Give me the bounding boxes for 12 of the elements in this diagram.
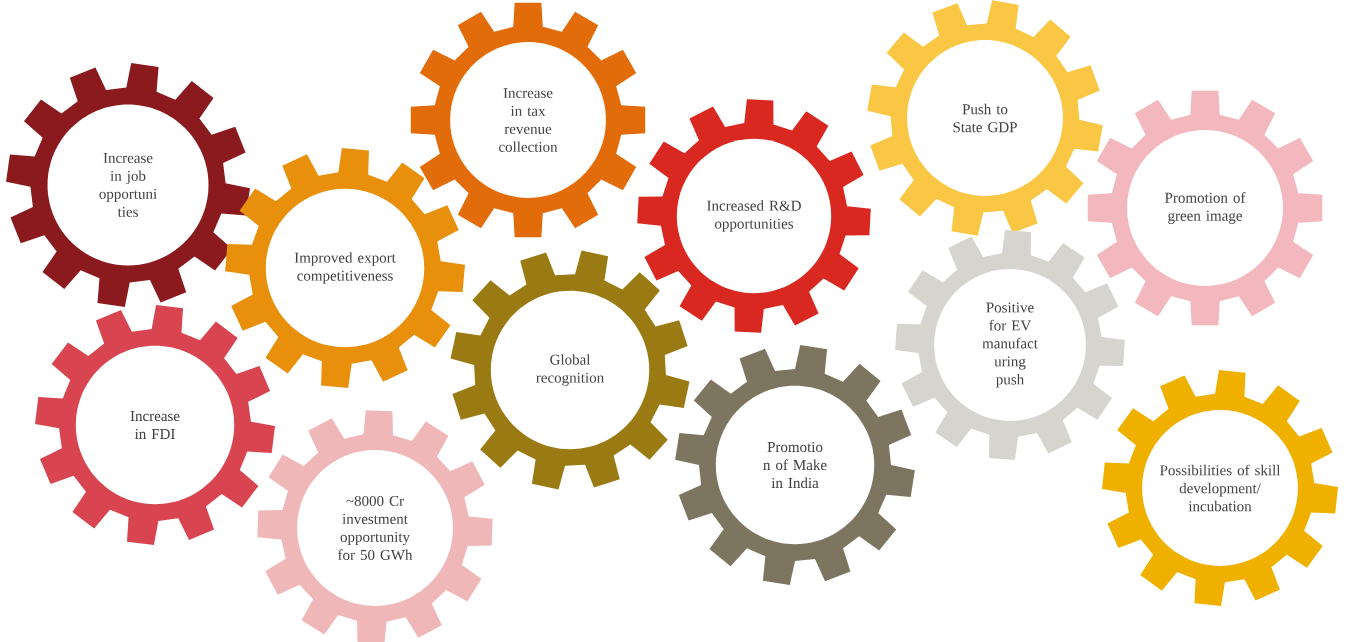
gear: Promotion of green image xyxy=(1087,90,1323,326)
gear: Push to State GDP xyxy=(867,0,1103,236)
gear: Increased R&D opportunities xyxy=(637,99,871,333)
gear: Increase in tax revenue collection xyxy=(410,2,646,238)
gear: Increase in FDI xyxy=(35,305,275,545)
gear: Promotio n of Make in India xyxy=(675,345,915,585)
gear: ~8000 Cr investment opportunity for 50 GWh xyxy=(257,410,493,642)
gear: Possibilities of skill development/ incubation xyxy=(1102,370,1338,606)
gear: Global recognition xyxy=(450,250,690,490)
gear: Increase in job opportuni ties xyxy=(6,63,250,307)
gear: Improved export competitiveness xyxy=(225,148,465,388)
gear: Positive for EV manufact uring push xyxy=(895,230,1125,460)
